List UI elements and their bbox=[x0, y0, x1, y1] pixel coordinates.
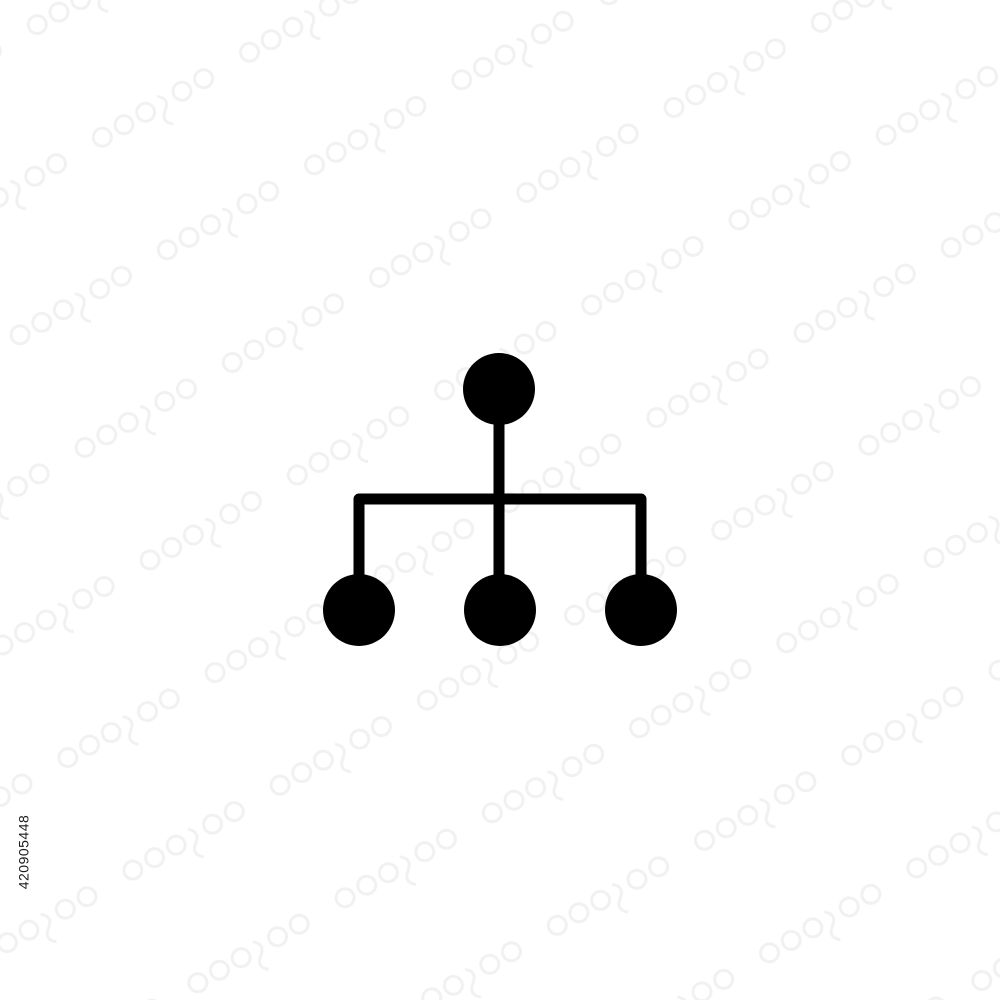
branch-connector bbox=[353, 493, 647, 588]
child-node-center-icon bbox=[464, 574, 536, 646]
child-node-left-icon bbox=[323, 574, 395, 646]
image-id-label: 420905448 bbox=[8, 752, 38, 952]
parent-node-icon bbox=[463, 353, 535, 425]
child-node-right-icon bbox=[605, 574, 677, 646]
image-id-text: 420905448 bbox=[15, 814, 32, 890]
